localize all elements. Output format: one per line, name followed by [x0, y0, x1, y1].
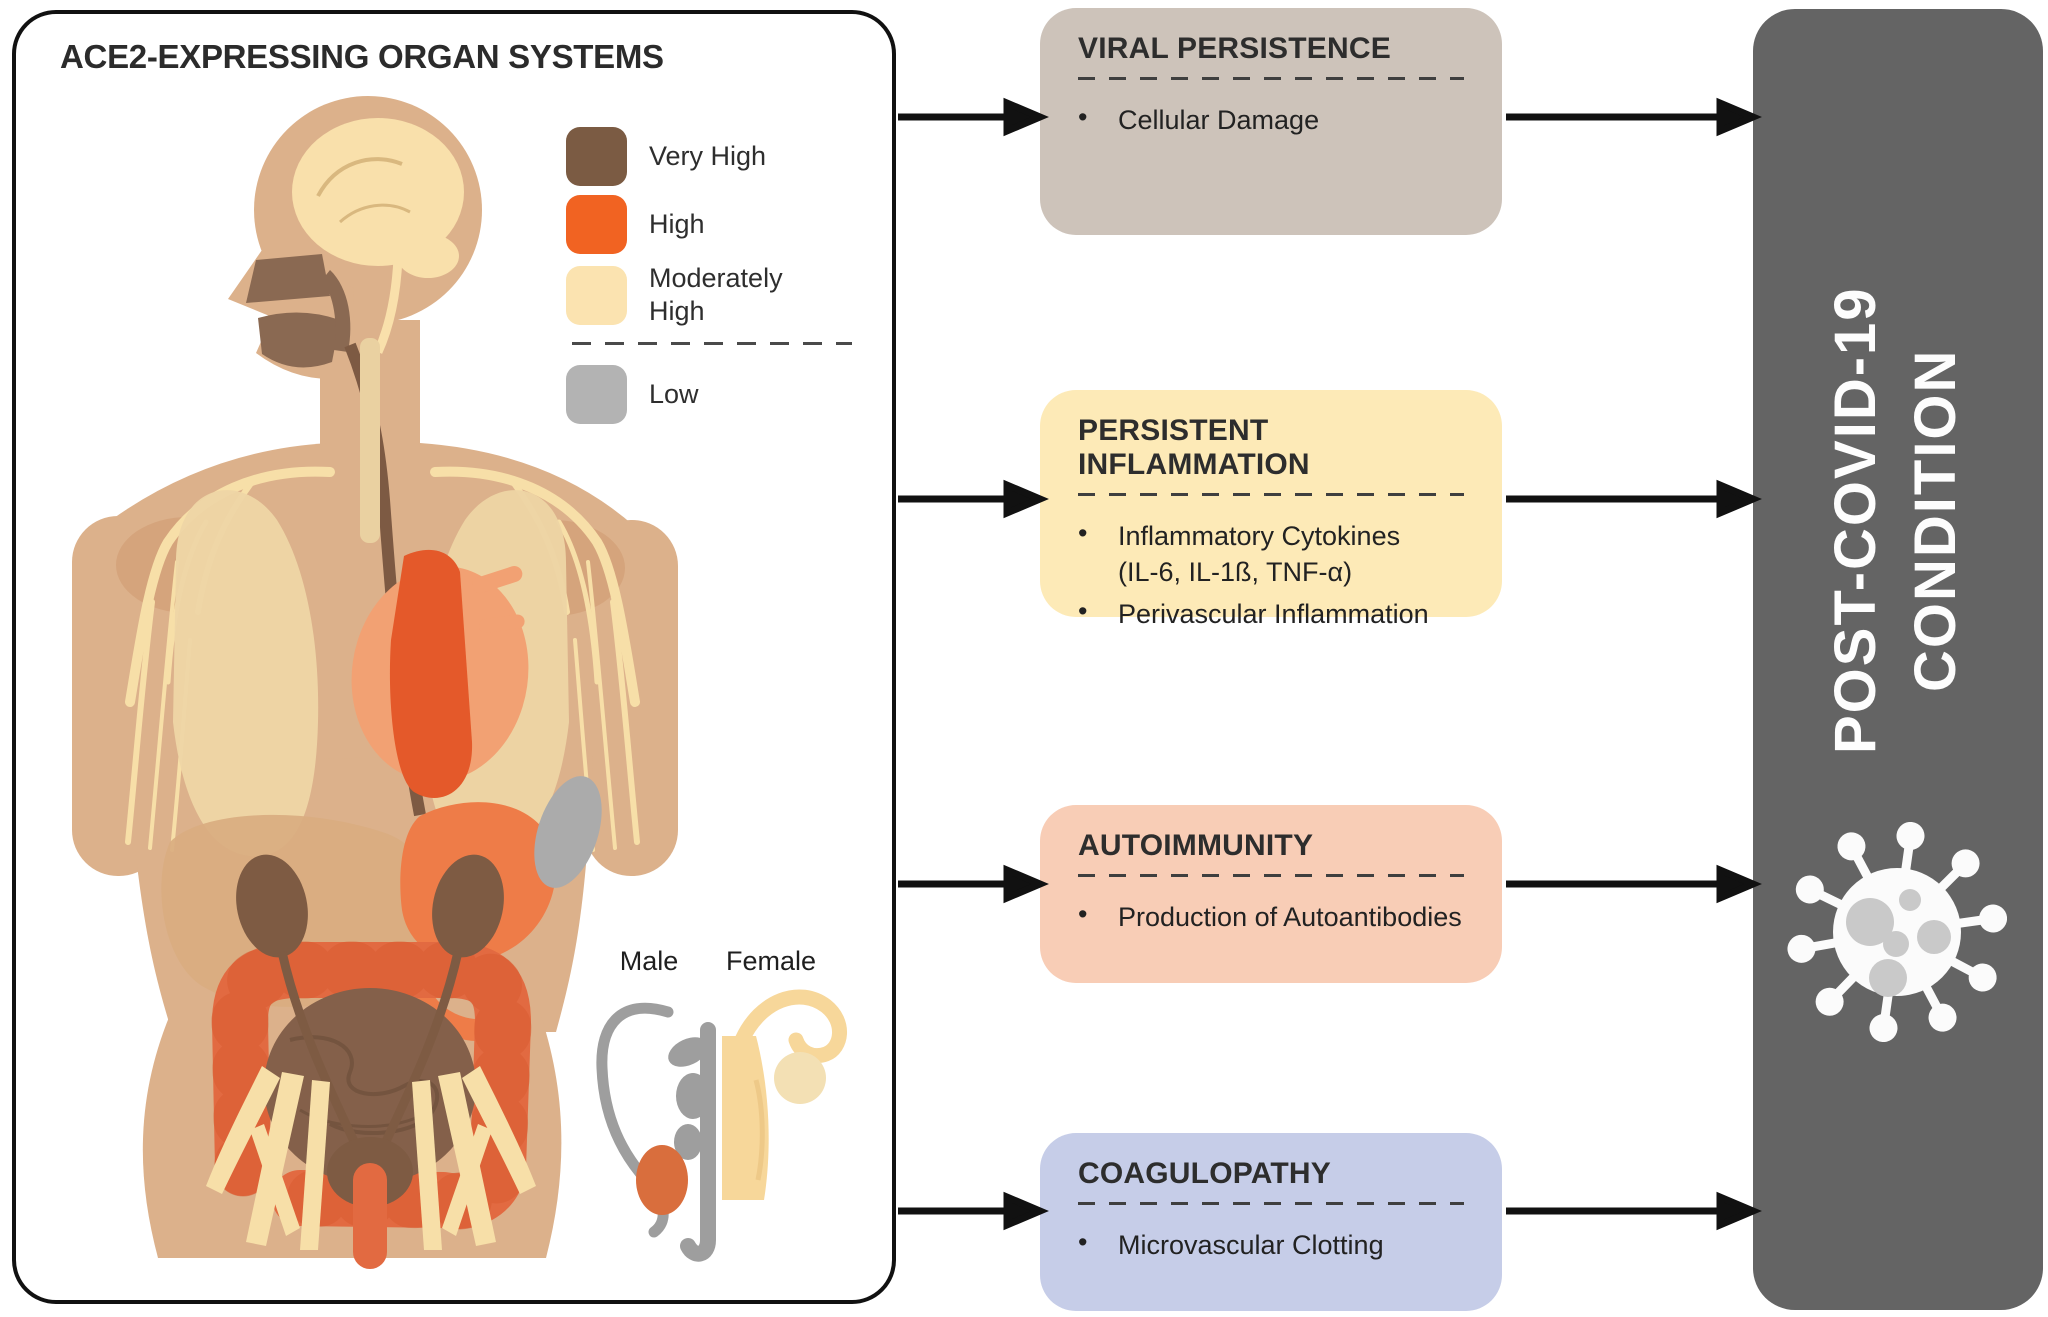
female-label: Female	[725, 946, 817, 976]
bullet-text: Production of Autoantibodies	[1118, 902, 1462, 932]
arrow-persistent-inflammation-to-outcome	[1506, 479, 1762, 519]
legend-label-very-high: Very High	[649, 141, 767, 171]
legend-row-low: Low	[566, 365, 824, 424]
bullet-text: Inflammatory Cytokines (IL-6, IL-1ß, TNF…	[1118, 521, 1401, 587]
mechanism-box-viral-persistence: VIRAL PERSISTENCE • Cellular Damage	[1040, 8, 1502, 235]
box-title-autoimmunity: AUTOIMMUNITY	[1078, 829, 1314, 862]
mechanism-box-autoimmunity: AUTOIMMUNITY • Production of Autoantibod…	[1040, 805, 1502, 983]
bullet-item: • Inflammatory Cytokines (IL-6, IL-1ß, T…	[1078, 518, 1464, 590]
mechanism-box-persistent-inflammation: PERSISTENT INFLAMMATION • Inflammatory C…	[1040, 390, 1502, 629]
arrow-panel-to-persistent-inflammation	[898, 479, 1049, 519]
mechanism-box-coagulopathy: COAGULOPATHY • Microvascular Clotting	[1040, 1133, 1502, 1311]
dashed-divider	[1078, 77, 1464, 80]
outcome-title-line2: CONDITION	[1903, 348, 1968, 692]
bullet-item: • Perivascular Inflammation	[1078, 596, 1464, 632]
legend-row-moderately-high: Moderately High	[566, 262, 809, 328]
box-title-persistent-inflammation: PERSISTENT INFLAMMATION	[1078, 414, 1310, 481]
dashed-divider	[1078, 1202, 1464, 1205]
legend-swatch-high	[566, 195, 627, 254]
panel-title: ACE2-EXPRESSING ORGAN SYSTEMS	[60, 38, 664, 75]
bullet-item: • Cellular Damage	[1078, 102, 1464, 138]
bullet-dot: •	[1078, 518, 1088, 548]
bullet-dot: •	[1078, 899, 1088, 929]
bullet-item: • Production of Autoantibodies	[1078, 899, 1464, 935]
legend-swatch-very-high	[566, 127, 627, 186]
arrow-panel-to-autoimmunity	[898, 864, 1049, 904]
bullet-dot: •	[1078, 1227, 1088, 1257]
outcome-title-line1: POST-COVID-19	[1823, 286, 1888, 754]
box-title-viral-persistence: VIRAL PERSISTENCE	[1078, 32, 1391, 65]
post-covid-condition-title: POST-COVID-19 CONDITION	[1753, 80, 2043, 960]
box-title-coagulopathy: COAGULOPATHY	[1078, 1157, 1331, 1190]
legend-label-high: High	[649, 209, 705, 239]
legend-row-high: High	[566, 195, 824, 254]
arrow-autoimmunity-to-outcome	[1506, 864, 1762, 904]
arrow-viral-persistence-to-outcome	[1506, 97, 1762, 137]
bullet-dot: •	[1078, 102, 1088, 132]
arrow-panel-to-coagulopathy	[898, 1191, 1049, 1231]
ace2-organ-panel: ACE2-EXPRESSING ORGAN SYSTEMS Very High …	[12, 10, 896, 1304]
dashed-divider	[1078, 493, 1464, 496]
legend-row-very-high: Very High	[566, 127, 824, 186]
bullet-text: Cellular Damage	[1118, 105, 1320, 135]
bullet-item: • Microvascular Clotting	[1078, 1227, 1464, 1263]
legend-label-low: Low	[649, 379, 699, 409]
legend-swatch-low	[566, 365, 627, 424]
legend-separator-dashed-line	[572, 342, 852, 345]
arrow-coagulopathy-to-outcome	[1506, 1191, 1762, 1231]
legend-swatch-moderately-high	[566, 265, 627, 325]
bullet-text: Perivascular Inflammation	[1118, 599, 1429, 629]
legend-label-moderately-high: Moderately High	[649, 263, 783, 326]
bullet-text: Microvascular Clotting	[1118, 1230, 1384, 1260]
arrow-panel-to-viral-persistence	[898, 97, 1049, 137]
post-covid-condition-bar	[1753, 9, 2043, 1310]
male-label: Male	[619, 946, 679, 976]
bullet-dot: •	[1078, 596, 1088, 626]
dashed-divider	[1078, 874, 1464, 877]
